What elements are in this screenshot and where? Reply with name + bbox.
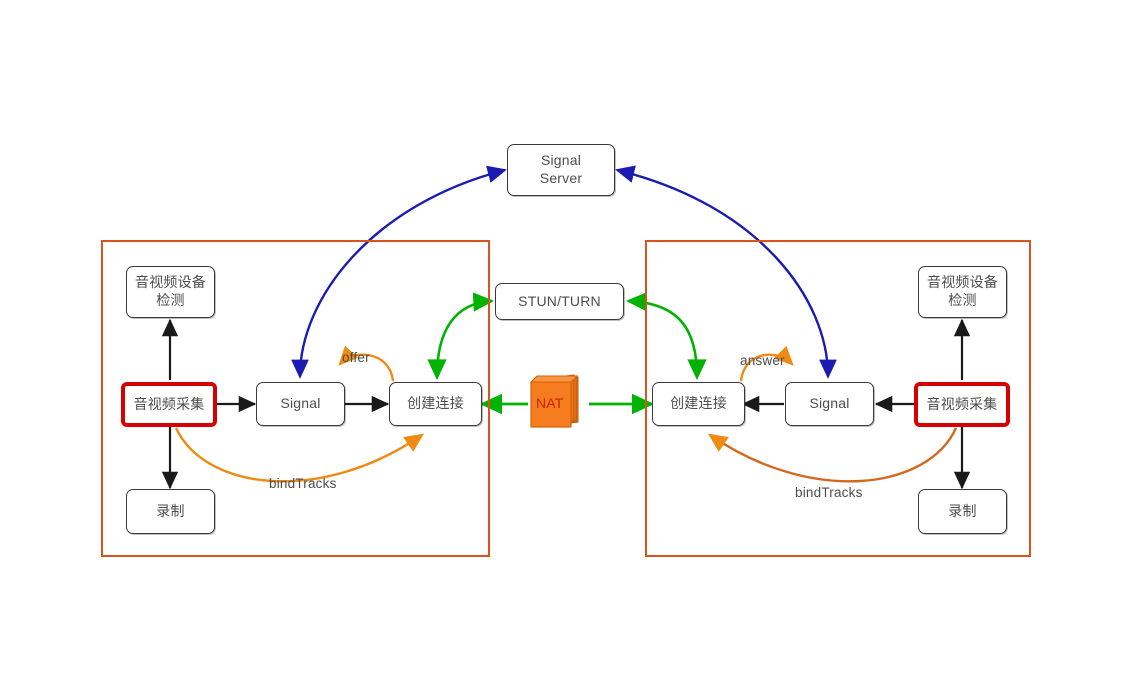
right-capture-label: 音视频采集 [926, 395, 998, 412]
edge-right-signal-to-signal-server [615, 165, 837, 379]
left-record-box[interactable]: 录制 [126, 489, 215, 534]
nat-label: NAT [536, 395, 564, 411]
right-record-label: 录制 [948, 502, 977, 519]
stun-turn-label: STUN/TURN [518, 292, 601, 309]
edge-right-answer [739, 345, 794, 382]
right-device-check-label-line1: 音视频设备 [927, 274, 998, 291]
left-signal-box[interactable]: Signal [256, 382, 345, 426]
signal-server-label-line1: Signal [540, 152, 582, 169]
left-record-label: 录制 [156, 502, 185, 519]
left-signal-label: Signal [280, 395, 321, 412]
left-capture-box[interactable]: 音视频采集 [121, 382, 217, 427]
right-answer-label: answer [740, 353, 785, 368]
left-capture-label: 音视频采集 [133, 395, 205, 412]
edge-left-bind-tracks [174, 427, 424, 483]
edge-right-bind-tracks [708, 427, 958, 483]
left-create-connection-label: 创建连接 [407, 395, 464, 412]
right-create-connection-box[interactable]: 创建连接 [652, 382, 745, 426]
edge-left-signal-to-signal-server [291, 165, 507, 379]
left-device-check-label-line2: 检测 [156, 292, 185, 308]
right-capture-box[interactable]: 音视频采集 [914, 382, 1010, 427]
signal-server-box[interactable]: Signal Server [507, 144, 615, 196]
left-device-check-label-line1: 音视频设备 [135, 274, 206, 291]
edge-right-create-connection-to-stun-turn [625, 292, 707, 381]
left-bind-tracks-label: bindTracks [269, 476, 337, 491]
right-record-box[interactable]: 录制 [918, 489, 1007, 534]
right-bind-tracks-label: bindTracks [795, 485, 863, 500]
right-signal-box[interactable]: Signal [785, 382, 874, 426]
edge-left-create-connection-to-stun-turn [427, 292, 495, 381]
left-device-check-box[interactable]: 音视频设备 检测 [126, 266, 215, 318]
right-signal-label: Signal [809, 395, 850, 412]
right-device-check-box[interactable]: 音视频设备 检测 [918, 266, 1007, 318]
right-create-connection-label: 创建连接 [670, 395, 727, 412]
right-device-check-label-line2: 检测 [948, 292, 977, 308]
left-create-connection-box[interactable]: 创建连接 [389, 382, 482, 426]
left-offer-label: offer [342, 350, 370, 365]
edge-left-offer [338, 345, 395, 382]
nat-icon [528, 374, 584, 432]
stun-turn-box[interactable]: STUN/TURN [495, 283, 624, 320]
signal-server-label-line2: Server [539, 170, 583, 186]
